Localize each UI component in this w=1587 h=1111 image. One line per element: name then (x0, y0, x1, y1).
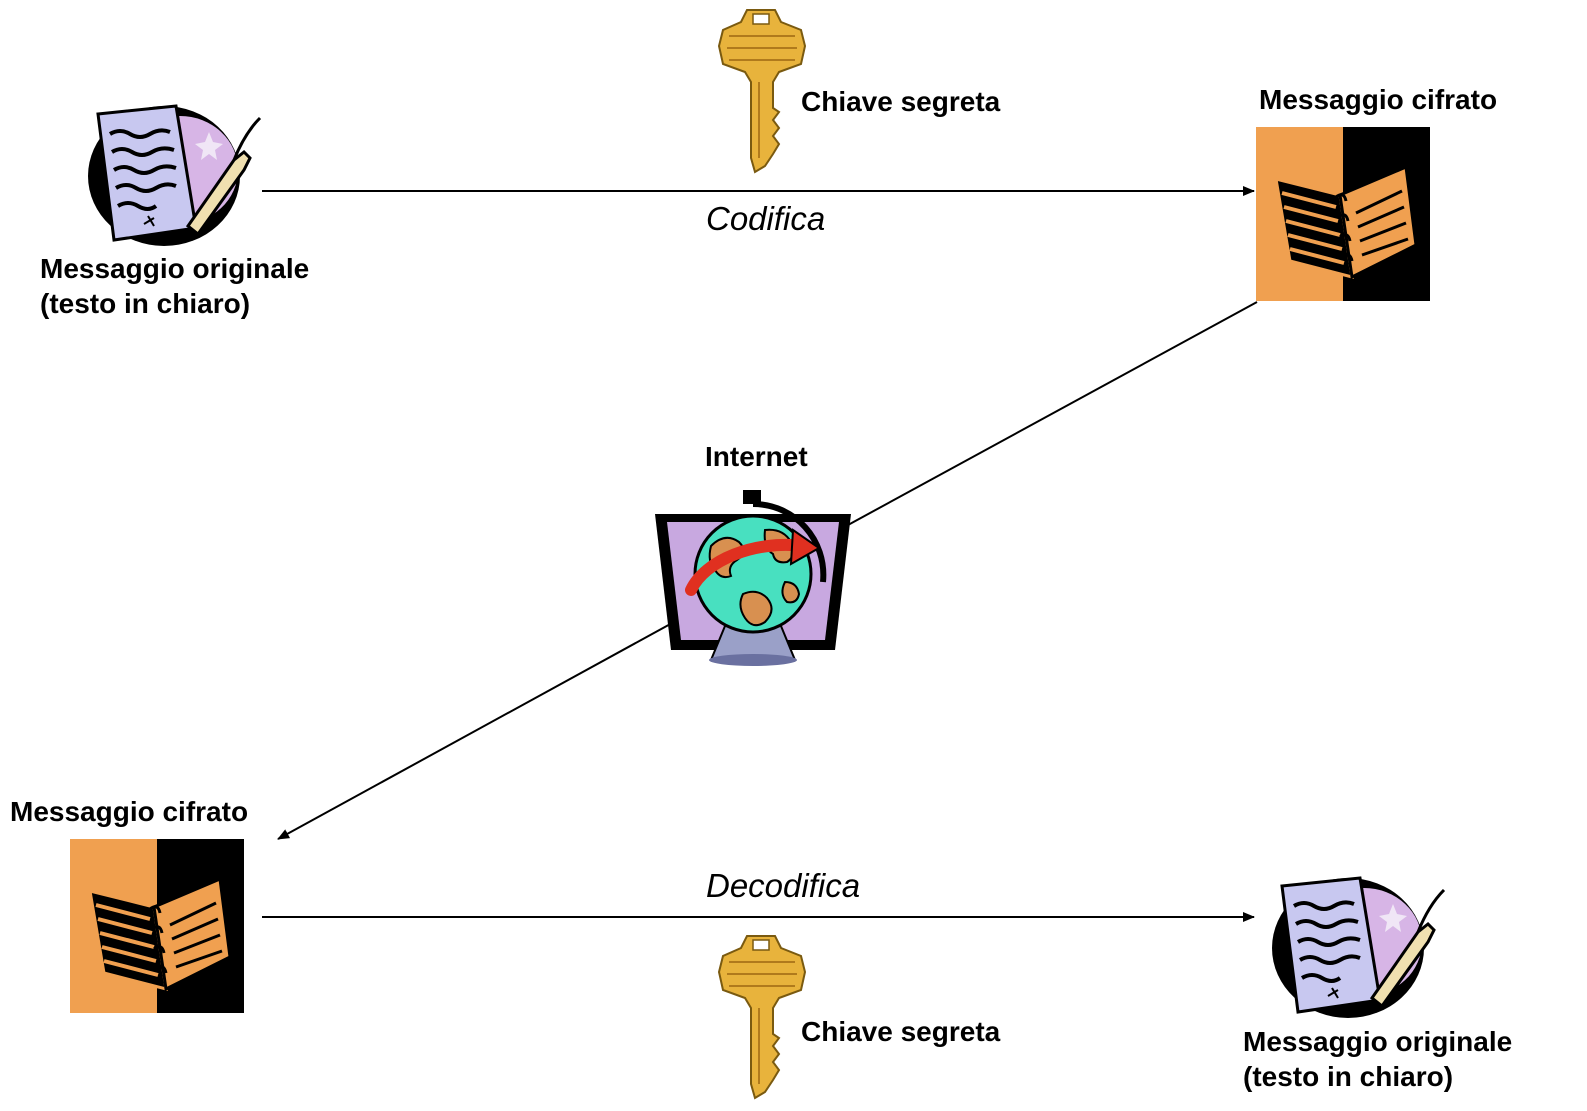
cipher-label-bottom: Messaggio cifrato (10, 796, 249, 827)
key-icon (717, 8, 807, 178)
key-icon (717, 934, 807, 1104)
original-label-bottom-line2: (testo in chiaro) (1243, 1061, 1454, 1092)
key-label-top: Chiave segreta (801, 86, 1001, 117)
internet-label: Internet (705, 441, 808, 472)
cipher-label-top: Messaggio cifrato (1259, 84, 1498, 115)
internet-globe-icon (655, 490, 851, 668)
internet-to-cipher-arrow (277, 621, 675, 840)
letter-quill-icon (1268, 872, 1446, 1022)
key-label-bottom: Chiave segreta (801, 1016, 1001, 1047)
encode-label: Codifica (706, 200, 826, 237)
cipher-to-internet-line (847, 301, 1258, 526)
original-label-bottom-line1: Messaggio originale (1243, 1026, 1513, 1057)
letter-quill-icon (84, 100, 262, 250)
original-label-top-line2: (testo in chiaro) (40, 288, 251, 319)
original-label-top-line1: Messaggio originale (40, 253, 310, 284)
decode-label: Decodifica (706, 867, 861, 904)
cipher-book-icon (1256, 127, 1430, 301)
cipher-book-icon (70, 839, 244, 1013)
